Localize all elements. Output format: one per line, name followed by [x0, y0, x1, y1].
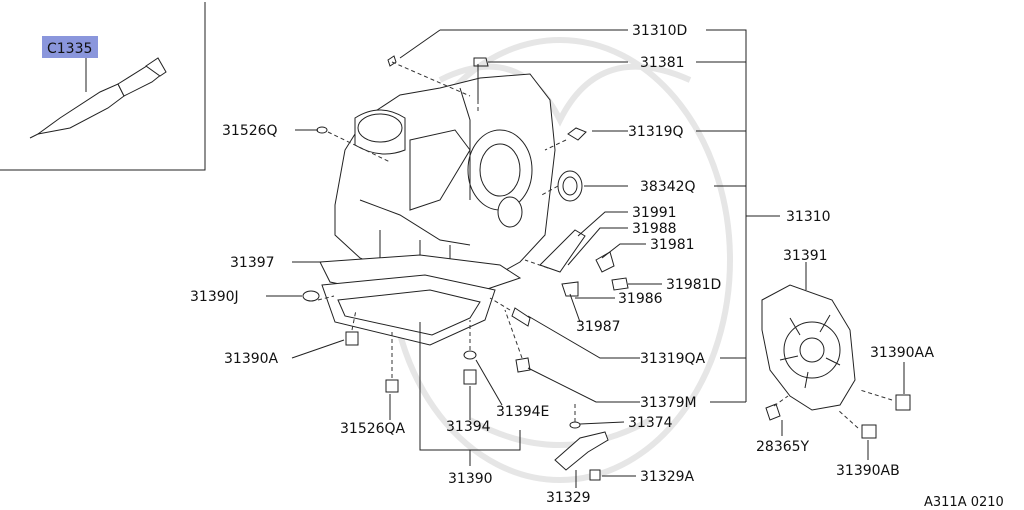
label-31310D[interactable]: 31310D — [632, 23, 687, 39]
label-31390J[interactable]: 31390J — [190, 289, 239, 305]
label-31981[interactable]: 31981 — [650, 237, 695, 253]
label-31526Q[interactable]: 31526Q — [222, 123, 278, 139]
label-28365Y[interactable]: 28365Y — [756, 439, 810, 455]
label-31310[interactable]: 31310 — [786, 209, 831, 225]
label-31390AB[interactable]: 31390AB — [836, 463, 900, 479]
side-cover — [761, 284, 856, 411]
label-31988[interactable]: 31988 — [632, 221, 677, 237]
transmission-case — [334, 73, 556, 291]
label-31991[interactable]: 31991 — [632, 205, 677, 221]
diagram-code: A311A 0210 — [924, 495, 1004, 510]
label-31526QA[interactable]: 31526QA — [340, 421, 406, 437]
inset-part-code-highlight — [42, 36, 98, 58]
label-31390[interactable]: 31390 — [448, 471, 493, 487]
label-31319QA[interactable]: 31319QA — [640, 351, 706, 367]
inset-part-code[interactable]: C1335 — [47, 41, 92, 57]
part-labels: 31310D 31381 31526Q 31319Q 38342Q 31991 … — [190, 23, 935, 506]
label-31986[interactable]: 31986 — [618, 291, 663, 307]
label-31329A[interactable]: 31329A — [640, 469, 695, 485]
leader-lines — [266, 29, 905, 488]
small-parts — [302, 55, 911, 481]
label-31390AA[interactable]: 31390AA — [870, 345, 935, 361]
oil-pan-assembly — [319, 254, 522, 346]
label-31397[interactable]: 31397 — [230, 255, 275, 271]
sealant-tube-icon — [29, 57, 167, 139]
label-31381[interactable]: 31381 — [640, 55, 685, 71]
label-38342Q[interactable]: 38342Q — [640, 179, 696, 195]
dashed-guide-lines — [317, 61, 893, 429]
label-31374[interactable]: 31374 — [628, 415, 673, 431]
label-31394E[interactable]: 31394E — [496, 404, 549, 420]
label-31391[interactable]: 31391 — [783, 248, 828, 264]
label-31981D[interactable]: 31981D — [666, 277, 721, 293]
label-31319Q[interactable]: 31319Q — [628, 124, 684, 140]
label-31390A[interactable]: 31390A — [224, 351, 279, 367]
inset-panel: C1335 — [0, 2, 206, 171]
label-31379M[interactable]: 31379M — [640, 395, 697, 411]
label-31987[interactable]: 31987 — [576, 319, 621, 335]
label-31329[interactable]: 31329 — [546, 490, 591, 506]
label-31394[interactable]: 31394 — [446, 419, 491, 435]
